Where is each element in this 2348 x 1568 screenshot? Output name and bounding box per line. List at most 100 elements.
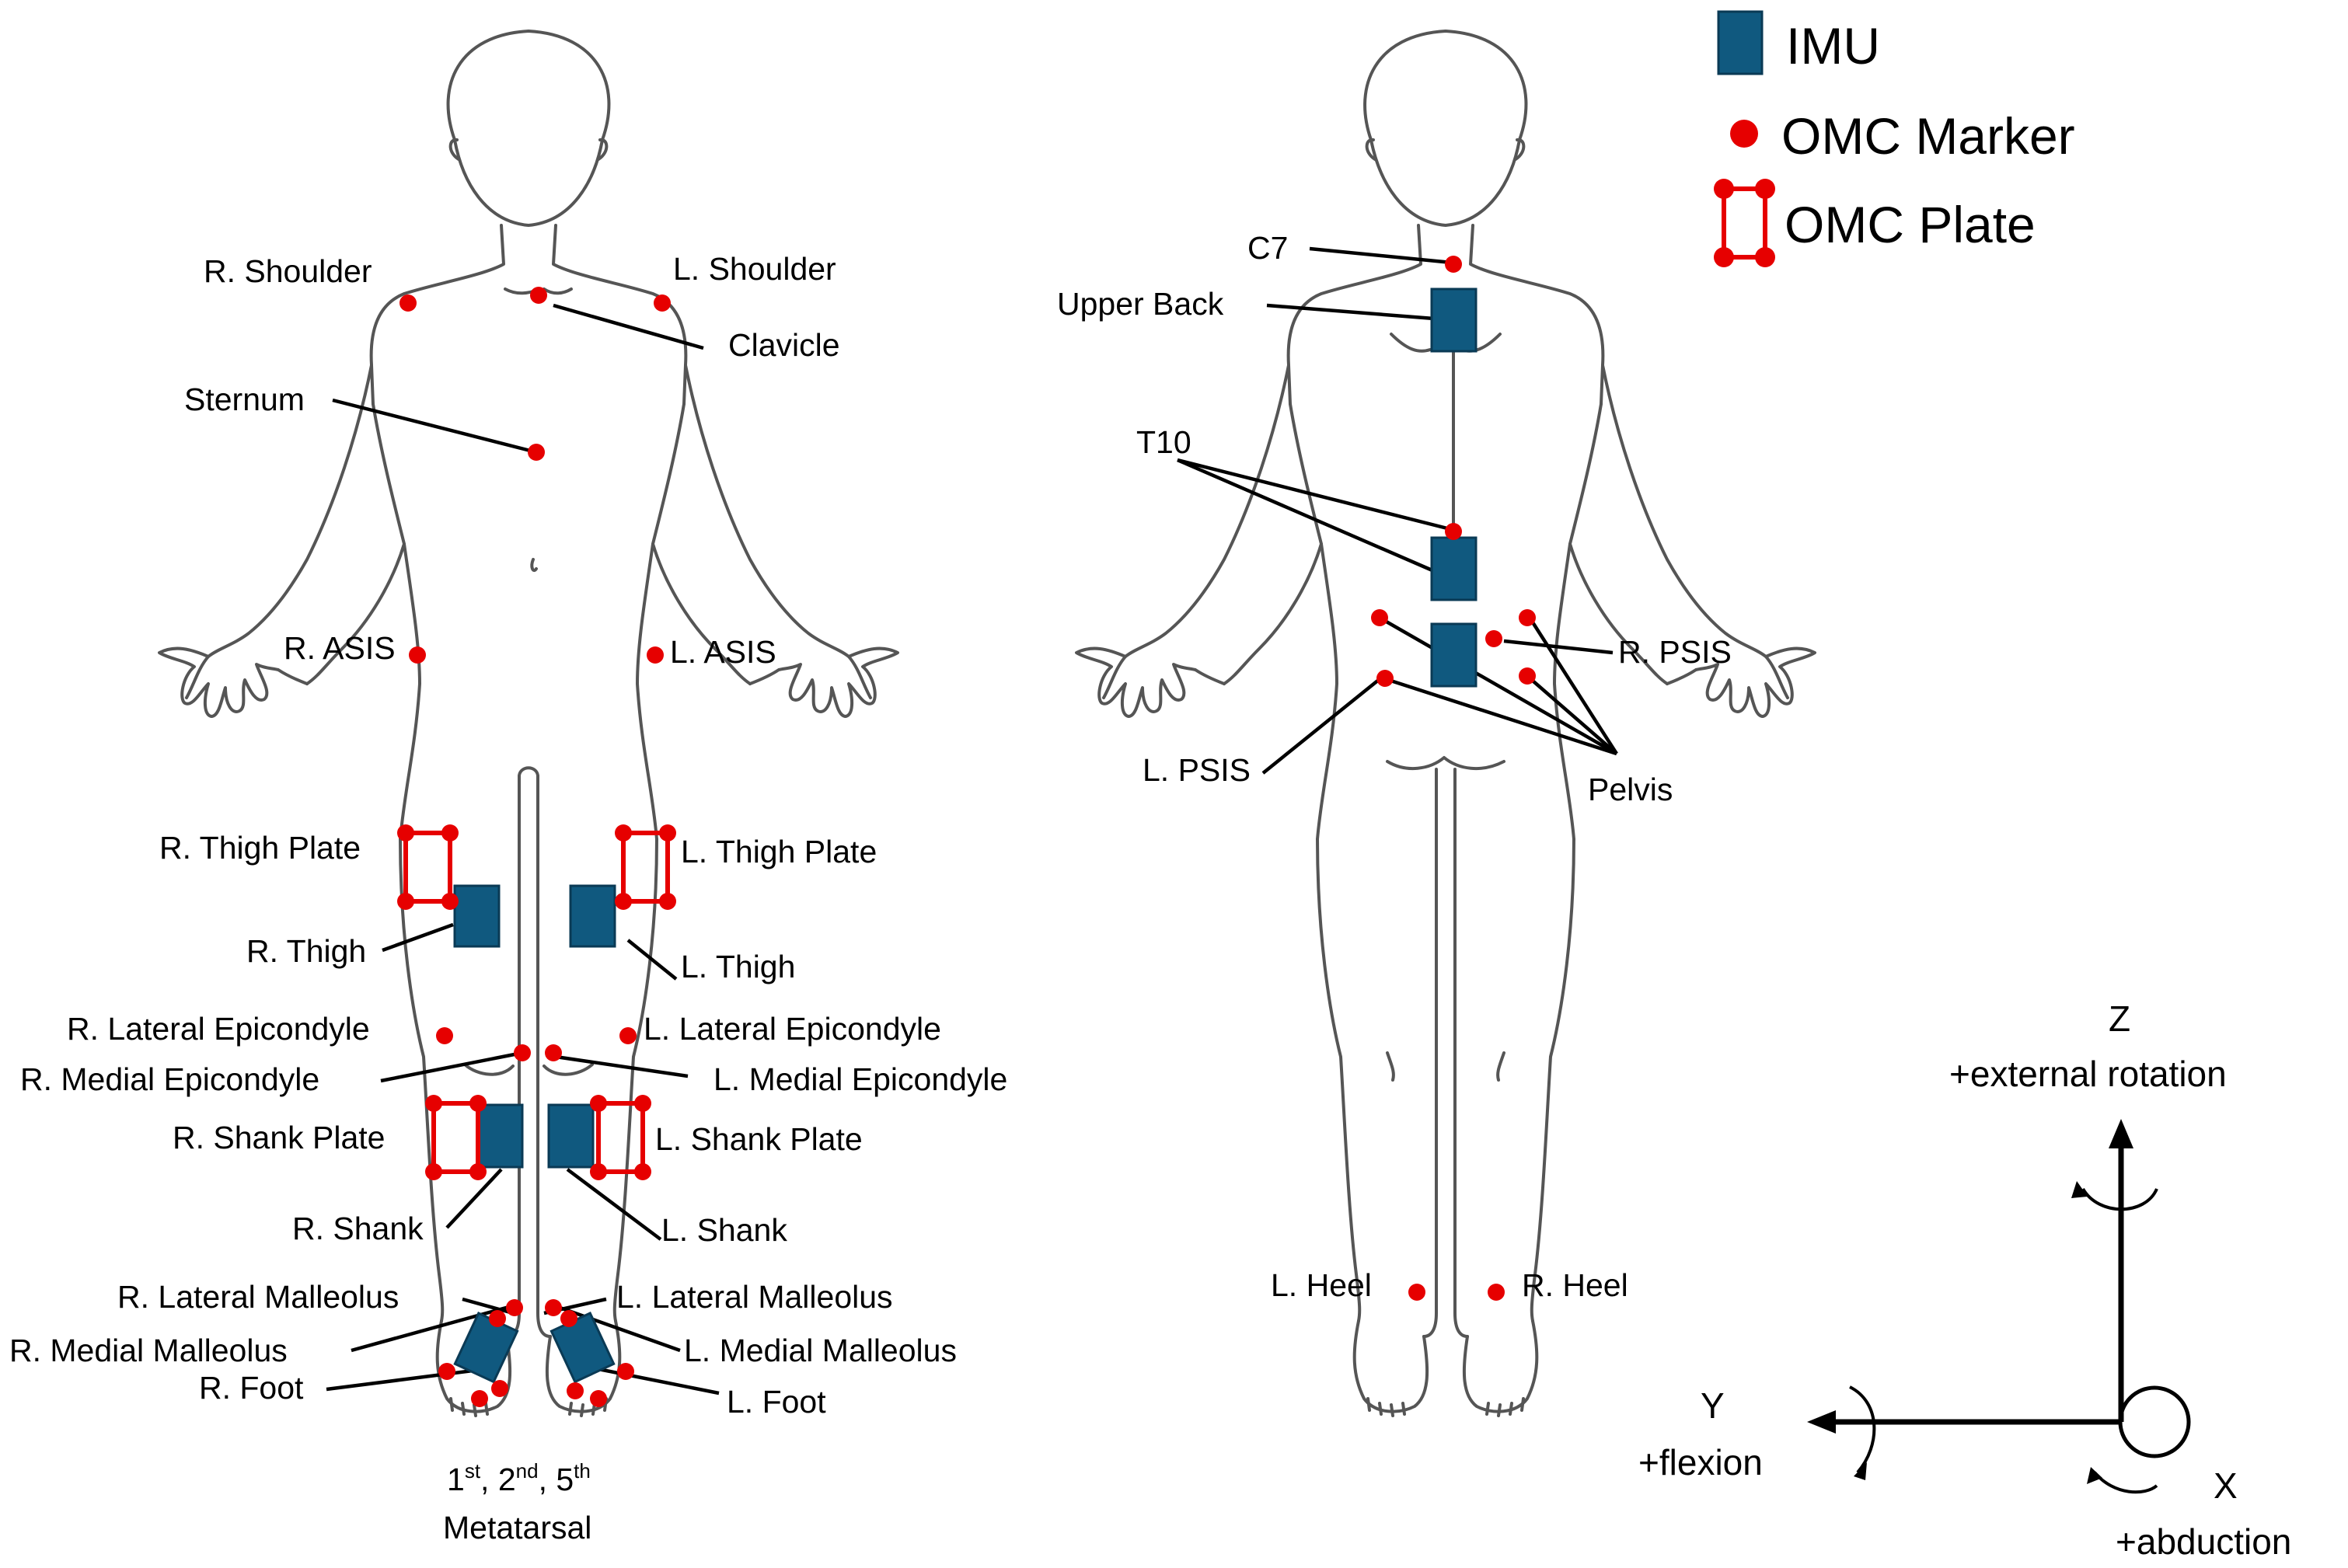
front-body-outline <box>158 30 899 1417</box>
imu-r-shank <box>476 1103 524 1169</box>
z-rotation-arrow <box>2081 1187 2158 1211</box>
plate-l-thigh <box>615 824 676 910</box>
label-r-thigh-plate: R. Thigh Plate <box>159 830 361 866</box>
coordinate-axes: Z +external rotation Y +flexion X +abduc… <box>1638 998 2291 1562</box>
label-r-medial-epicondyle: R. Medial Epicondyle <box>20 1061 319 1097</box>
marker-l-lateral-epicondyle <box>619 1027 637 1044</box>
marker-r-lateral-epicondyle <box>436 1027 453 1044</box>
label-r-asis: R. ASIS <box>284 630 396 666</box>
label-l-heel: L. Heel <box>1271 1267 1372 1303</box>
imu-l-shank <box>547 1103 595 1169</box>
front-markers <box>399 287 671 1407</box>
marker-r-5th-metatarsal <box>438 1363 455 1380</box>
label-l-psis: L. PSIS <box>1143 752 1251 788</box>
marker-r-psis <box>1485 630 1502 647</box>
x-axis-label: X <box>2214 1465 2238 1506</box>
back-imus <box>1430 287 1478 688</box>
marker-l-lateral-malleolus <box>545 1299 562 1316</box>
label-r-medial-malleolus: R. Medial Malleolus <box>9 1333 288 1368</box>
marker-r-1st-metatarsal <box>491 1380 508 1397</box>
marker-t10 <box>1445 523 1462 540</box>
legend-imu-icon <box>1717 10 1764 75</box>
marker-pelvis-r-bottom <box>1519 667 1536 685</box>
imu-l-thigh <box>569 884 616 948</box>
marker-sternum <box>528 444 545 461</box>
label-t10: T10 <box>1136 424 1191 460</box>
z-axis-label: Z <box>2109 998 2130 1039</box>
y-axis-label: Y <box>1701 1385 1725 1426</box>
legend-imu-label: IMU <box>1786 17 1880 75</box>
imu-pelvis <box>1430 622 1478 688</box>
label-r-psis: R. PSIS <box>1618 634 1732 670</box>
marker-r-shoulder <box>399 294 417 312</box>
label-l-medial-malleolus: L. Medial Malleolus <box>684 1333 957 1368</box>
y-rotation-arrow <box>1849 1385 1876 1474</box>
front-imus <box>453 884 616 1384</box>
marker-pelvis-r-top <box>1519 609 1536 626</box>
marker-pelvis-l-top <box>1371 609 1388 626</box>
label-r-lateral-epicondyle: R. Lateral Epicondyle <box>67 1011 370 1047</box>
y-axis-description: +flexion <box>1638 1442 1763 1483</box>
marker-l-psis <box>1376 670 1394 687</box>
label-r-heel: R. Heel <box>1522 1267 1628 1303</box>
front-labels: R. Shoulder L. Shoulder Clavicle Sternum… <box>9 251 1007 1545</box>
label-r-shank: R. Shank <box>292 1211 424 1246</box>
legend-plate-label: OMC Plate <box>1785 196 2036 253</box>
label-l-shank-plate: L. Shank Plate <box>655 1121 863 1157</box>
legend-plate-icon <box>1714 179 1775 267</box>
label-c7: C7 <box>1247 230 1288 266</box>
marker-r-medial-epicondyle <box>514 1044 531 1061</box>
marker-l-heel <box>1408 1284 1425 1301</box>
marker-r-asis <box>409 646 426 664</box>
marker-l-medial-malleolus <box>560 1310 577 1327</box>
label-pelvis: Pelvis <box>1588 772 1673 807</box>
marker-l-shoulder <box>654 294 671 312</box>
label-l-asis: L. ASIS <box>670 634 776 670</box>
marker-l-2nd-metatarsal <box>590 1390 607 1407</box>
marker-clavicle <box>530 287 547 304</box>
legend: IMU OMC Marker OMC Plate <box>1714 10 2075 267</box>
label-metatarsal-numbers: 1st, 2nd, 5th <box>447 1459 591 1497</box>
label-l-thigh-plate: L. Thigh Plate <box>681 834 877 869</box>
z-axis-arrowhead <box>2109 1119 2133 1148</box>
marker-r-lateral-malleolus <box>506 1299 523 1316</box>
back-markers <box>1371 256 1536 1301</box>
marker-l-asis <box>647 646 664 664</box>
marker-r-medial-malleolus <box>489 1310 506 1327</box>
back-leader-lines <box>1177 246 1618 775</box>
back-body-outline <box>1075 30 1816 1417</box>
marker-l-5th-metatarsal <box>617 1363 634 1380</box>
imu-upper-back <box>1430 287 1478 353</box>
marker-l-medial-epicondyle <box>545 1044 562 1061</box>
y-axis-arrowhead <box>1807 1410 1836 1434</box>
label-r-foot: R. Foot <box>199 1370 304 1406</box>
label-l-shank: L. Shank <box>661 1212 787 1248</box>
label-r-lateral-malleolus: R. Lateral Malleolus <box>117 1279 399 1315</box>
z-axis-description: +external rotation <box>1949 1054 2227 1094</box>
label-upper-back: Upper Back <box>1057 286 1224 322</box>
plate-l-shank <box>590 1095 651 1180</box>
plate-r-thigh <box>397 824 459 910</box>
back-labels: C7 Upper Back T10 R. PSIS L. PSIS Pelvis… <box>1057 230 1732 1303</box>
marker-l-1st-metatarsal <box>567 1382 584 1399</box>
imu-r-thigh <box>453 884 501 948</box>
label-sternum: Sternum <box>184 382 305 417</box>
marker-c7 <box>1445 256 1462 273</box>
x-axis-out-of-page <box>2118 1385 2191 1458</box>
label-r-shank-plate: R. Shank Plate <box>173 1120 386 1155</box>
label-clavicle: Clavicle <box>728 327 840 363</box>
x-axis-description: +abduction <box>2116 1521 2291 1562</box>
label-l-medial-epicondyle: L. Medial Epicondyle <box>713 1061 1007 1097</box>
x-rotation-arrow <box>2093 1471 2158 1494</box>
imu-t10 <box>1430 536 1478 601</box>
marker-r-heel <box>1488 1284 1505 1301</box>
label-l-thigh: L. Thigh <box>681 949 795 984</box>
label-r-shoulder: R. Shoulder <box>204 253 372 289</box>
plate-r-shank <box>425 1095 487 1180</box>
label-l-lateral-epicondyle: L. Lateral Epicondyle <box>644 1011 941 1047</box>
front-plates <box>397 824 676 1180</box>
legend-marker-icon <box>1730 120 1758 148</box>
label-l-shoulder: L. Shoulder <box>673 251 836 287</box>
marker-r-2nd-metatarsal <box>471 1390 488 1407</box>
